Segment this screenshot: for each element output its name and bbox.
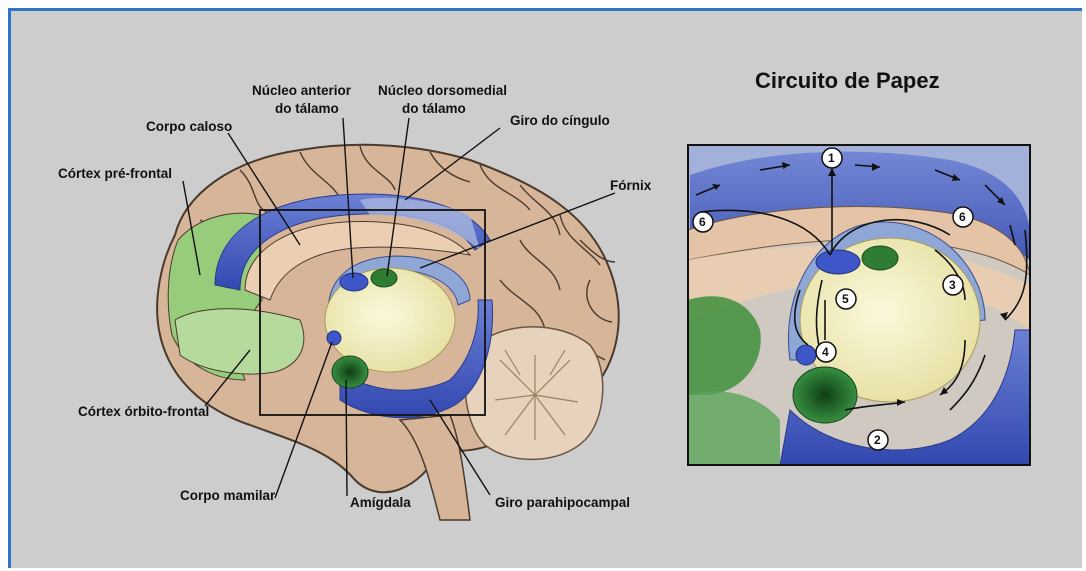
label-giro-cingulo: Giro do cíngulo [510, 113, 610, 128]
svg-text:1: 1 [828, 151, 835, 165]
papez-zoom-panel: 1 2 3 4 5 [688, 145, 1030, 465]
step-5: 5 [836, 289, 856, 309]
diagram-title: Circuito de Papez [755, 68, 940, 93]
label-cortex-pre-frontal: Córtex pré-frontal [58, 166, 172, 181]
svg-text:3: 3 [949, 278, 956, 292]
label-nucleo-anterior-2: do tálamo [275, 101, 339, 116]
dorsomedial-nucleus-thalamus [371, 269, 397, 287]
label-cortex-orbito-frontal: Córtex órbito-frontal [78, 404, 209, 419]
mamillary-body [327, 331, 341, 345]
step-6-right: 6 [953, 207, 973, 227]
svg-text:6: 6 [959, 210, 966, 224]
label-nucleo-dorsomedial: Núcleo dorsomedial [378, 83, 507, 98]
anterior-nucleus-thalamus [340, 273, 368, 291]
brain-illustration [157, 145, 619, 520]
label-nucleo-dorsomedial-2: do tálamo [402, 101, 466, 116]
step-3: 3 [943, 275, 963, 295]
step-4: 4 [816, 342, 836, 362]
svg-text:5: 5 [842, 292, 849, 306]
amygdala [332, 356, 368, 388]
svg-text:2: 2 [874, 433, 881, 447]
step-1: 1 [822, 148, 842, 168]
svg-text:4: 4 [822, 345, 829, 359]
label-amigdala: Amígdala [350, 495, 411, 510]
label-giro-parahipocampal: Giro parahipocampal [495, 495, 630, 510]
label-corpo-mamilar: Corpo mamilar [180, 488, 276, 503]
step-2: 2 [868, 430, 888, 450]
step-6-left: 6 [693, 212, 713, 232]
label-corpo-caloso: Corpo caloso [146, 119, 232, 134]
svg-text:6: 6 [699, 215, 706, 229]
label-nucleo-anterior: Núcleo anterior [252, 83, 352, 98]
label-fornix: Fórnix [610, 178, 652, 193]
